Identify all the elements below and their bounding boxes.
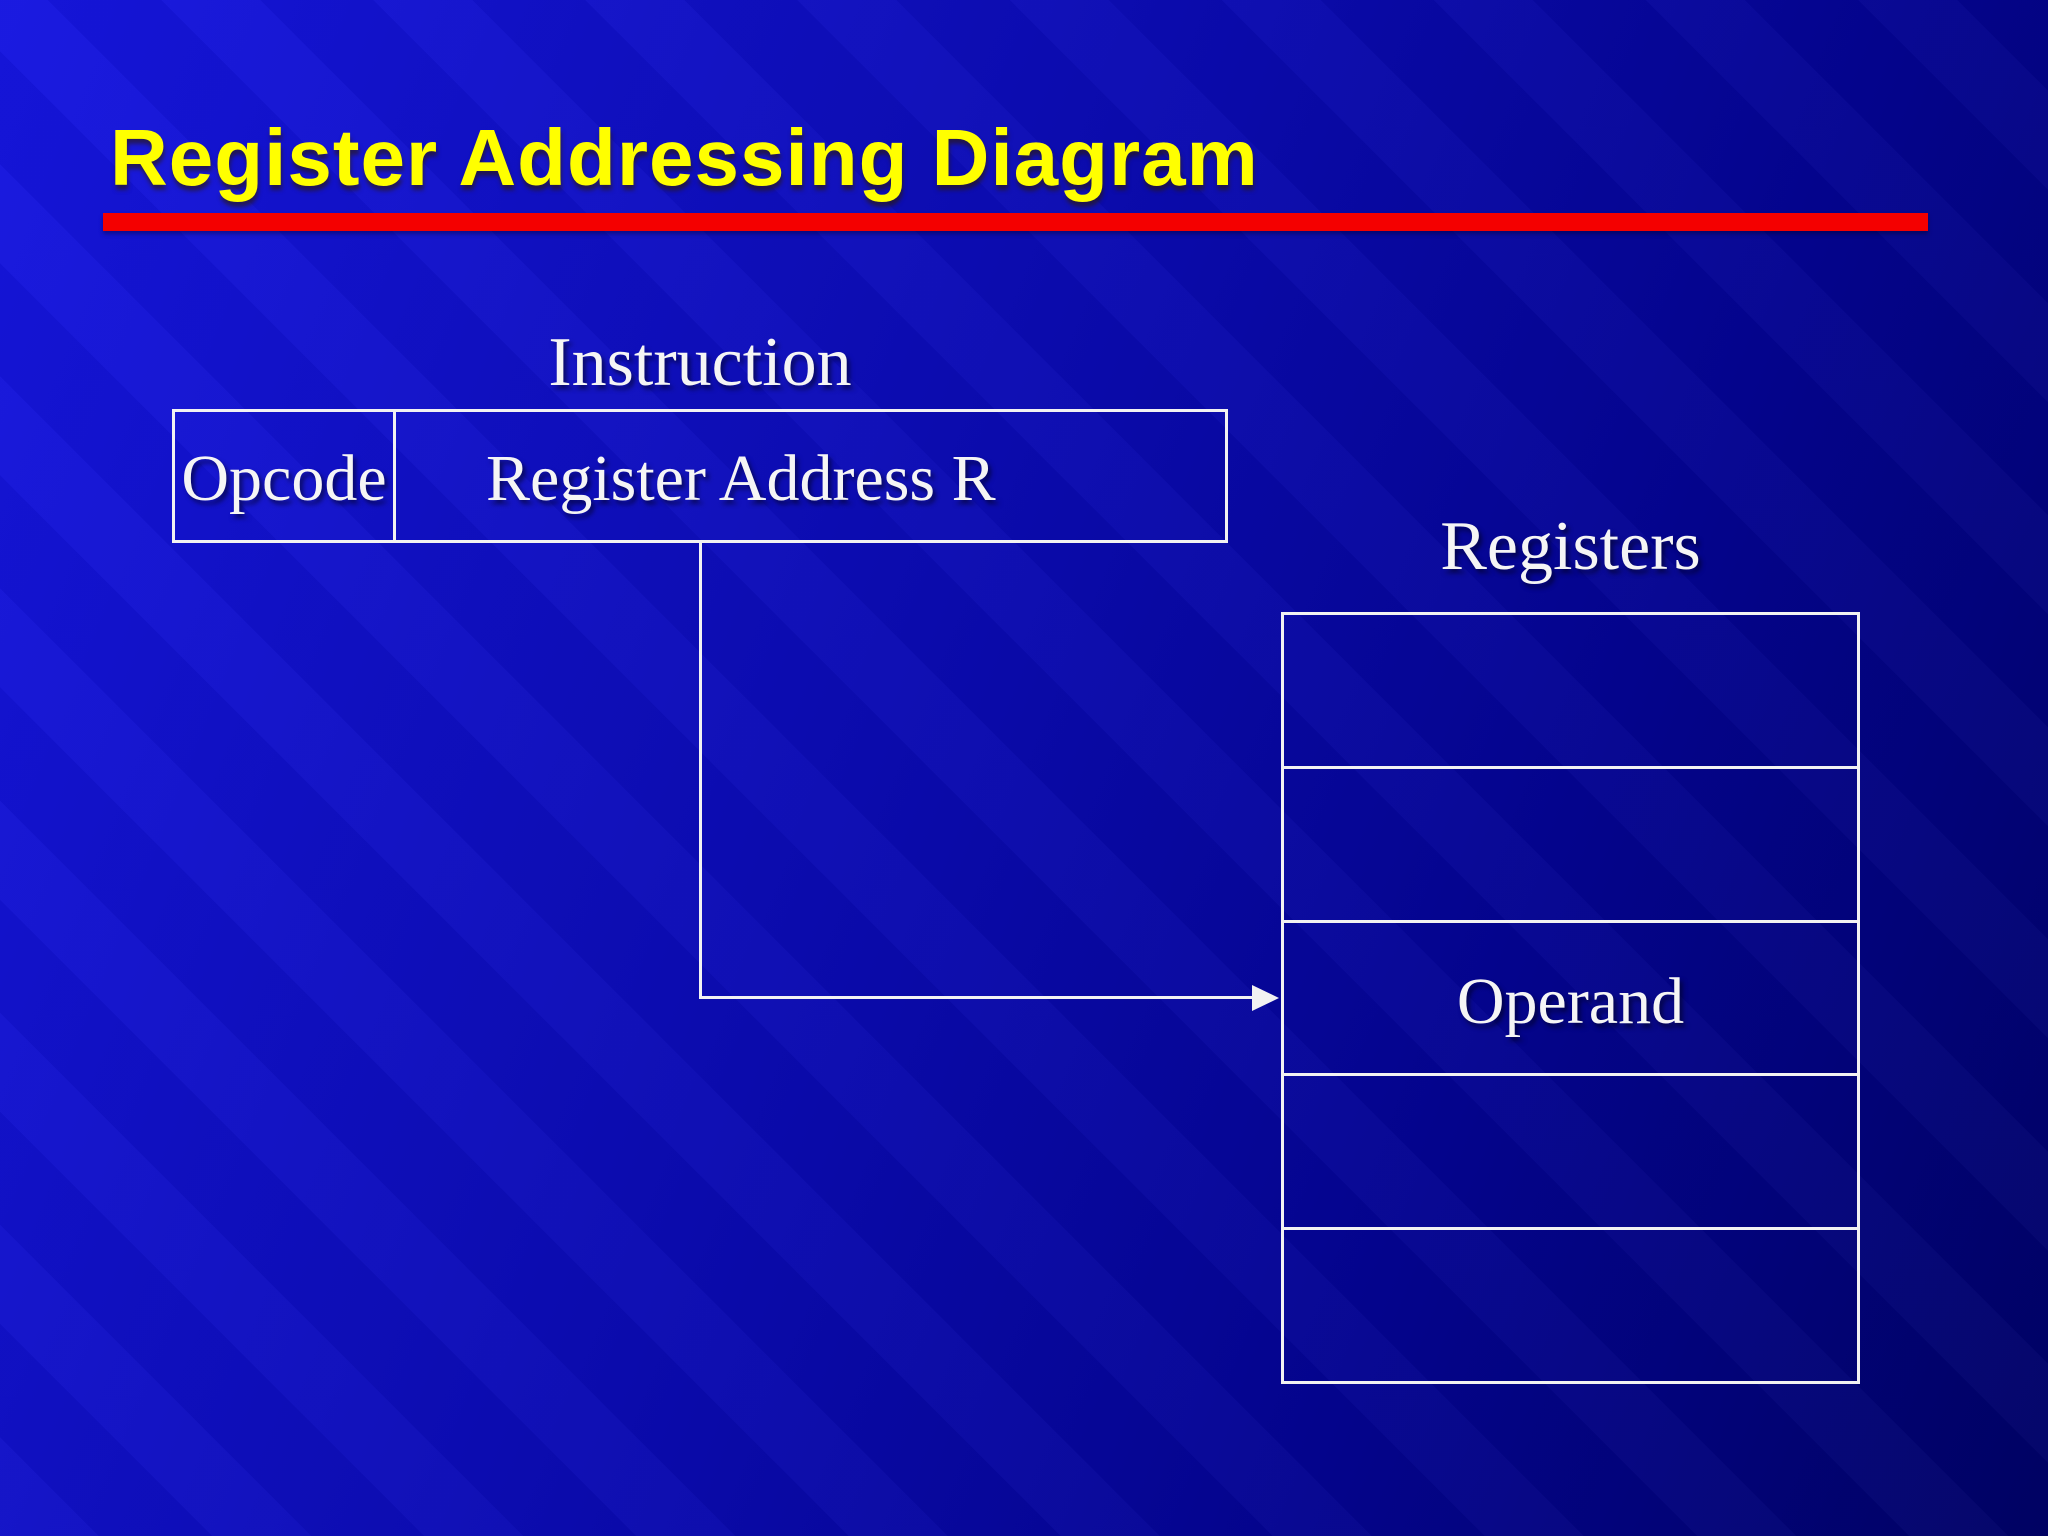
- register-row: [1284, 769, 1857, 923]
- instruction-label: Instruction: [548, 324, 852, 401]
- register-row: [1284, 615, 1857, 769]
- title-underline: [103, 213, 1928, 231]
- connector-vertical-line: [699, 543, 702, 999]
- connector-horizontal-line: [699, 996, 1253, 999]
- opcode-cell: Opcode: [175, 412, 396, 540]
- register-row-operand: Operand: [1284, 923, 1857, 1077]
- page-title: Register Addressing Diagram: [110, 113, 1259, 202]
- registers-table: Operand: [1281, 612, 1860, 1384]
- register-row: [1284, 1230, 1857, 1381]
- register-address-cell: Register Address R: [486, 442, 996, 515]
- register-row: [1284, 1076, 1857, 1231]
- instruction-box: Opcode Register Address R: [172, 409, 1228, 543]
- arrowhead-icon: [1252, 985, 1279, 1011]
- registers-label: Registers: [1440, 508, 1701, 585]
